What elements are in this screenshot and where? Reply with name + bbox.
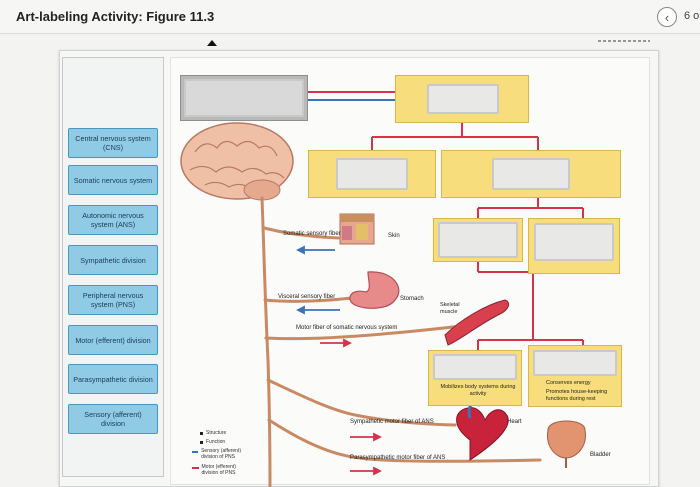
label-tile-parasympathetic[interactable]: Parasympathetic division — [68, 364, 158, 394]
label-tile-ans[interactable]: Autonomic nervous system (ANS) — [68, 205, 158, 235]
label-tile-pns[interactable]: Peripheral nervous system (PNS) — [68, 285, 158, 315]
somatic-sensory-fiber-label: Somatic sensory fiber — [283, 231, 341, 237]
drop-zone-3[interactable] — [336, 158, 408, 190]
key-function: Function — [200, 439, 225, 446]
skeletal-muscle-illustration — [444, 299, 510, 346]
label-tile-motor[interactable]: Motor (efferent) division — [68, 325, 158, 355]
skin-illustration — [339, 213, 375, 245]
drop-zone-5[interactable] — [438, 222, 518, 258]
drop-zone-7[interactable] — [433, 354, 517, 380]
drop-zone-6[interactable] — [534, 223, 614, 261]
label-tile-sympathetic[interactable]: Sympathetic division — [68, 245, 158, 275]
page-counter: 6 o — [684, 10, 700, 22]
square-bullet-icon — [200, 432, 203, 435]
brain-illustration — [180, 122, 294, 201]
previous-button[interactable]: ‹ — [657, 7, 677, 27]
sensory-arrows — [295, 245, 340, 315]
page-title: Art-labeling Activity: Figure 11.3 — [16, 9, 215, 24]
drop-zone-2[interactable] — [427, 84, 499, 114]
bladder-label: Bladder — [590, 452, 611, 458]
mobilizes-text: Mobilizes body systems during activity — [440, 384, 516, 397]
motor-fiber-somatic-label: Motor fiber of somatic nervous system — [296, 325, 398, 331]
stomach-label: Stomach — [400, 296, 424, 302]
visceral-sensory-fiber-label: Visceral sensory fiber — [278, 294, 336, 300]
drop-zone-8[interactable] — [533, 350, 617, 376]
label-tile-sensory[interactable]: Sensory (afferent) division — [68, 404, 158, 434]
heart-illustration — [456, 407, 509, 461]
conserves-energy-text: Conserves energy — [546, 380, 591, 386]
stomach-illustration — [349, 271, 400, 309]
key-sensory: Sensory (afferent) division of PNS — [192, 448, 252, 460]
skin-label: Skin — [388, 233, 400, 239]
label-tile-somatic[interactable]: Somatic nervous system — [68, 165, 158, 195]
cursor-icon — [207, 40, 217, 46]
key-structure: Structure — [200, 430, 226, 437]
promotes-text: Promotes house-keeping functions during … — [546, 389, 608, 402]
square-bullet-icon — [200, 441, 203, 444]
drop-zone-4[interactable] — [492, 158, 570, 190]
parasympathetic-motor-fiber-label: Parasympathetic motor fiber of ANS — [350, 455, 446, 461]
chevron-left-icon: ‹ — [664, 9, 670, 25]
heart-label: Heart — [507, 419, 522, 425]
blue-line-icon — [192, 451, 199, 453]
spinal-nerve — [260, 196, 542, 487]
red-line-icon — [192, 467, 199, 469]
label-tile-cns[interactable]: Central nervous system (CNS) — [68, 128, 158, 158]
drop-zone-1[interactable] — [184, 79, 304, 117]
bladder-illustration — [547, 420, 586, 459]
key-motor: Motor (efferent) division of PNS — [192, 464, 252, 476]
top-bar: Art-labeling Activity: Figure 11.3 ‹ 6 o — [0, 0, 700, 34]
sympathetic-motor-fiber-label: Sympathetic motor fiber of ANS — [350, 419, 434, 425]
skeletal-muscle-label: Skeletal muscle — [440, 302, 460, 315]
